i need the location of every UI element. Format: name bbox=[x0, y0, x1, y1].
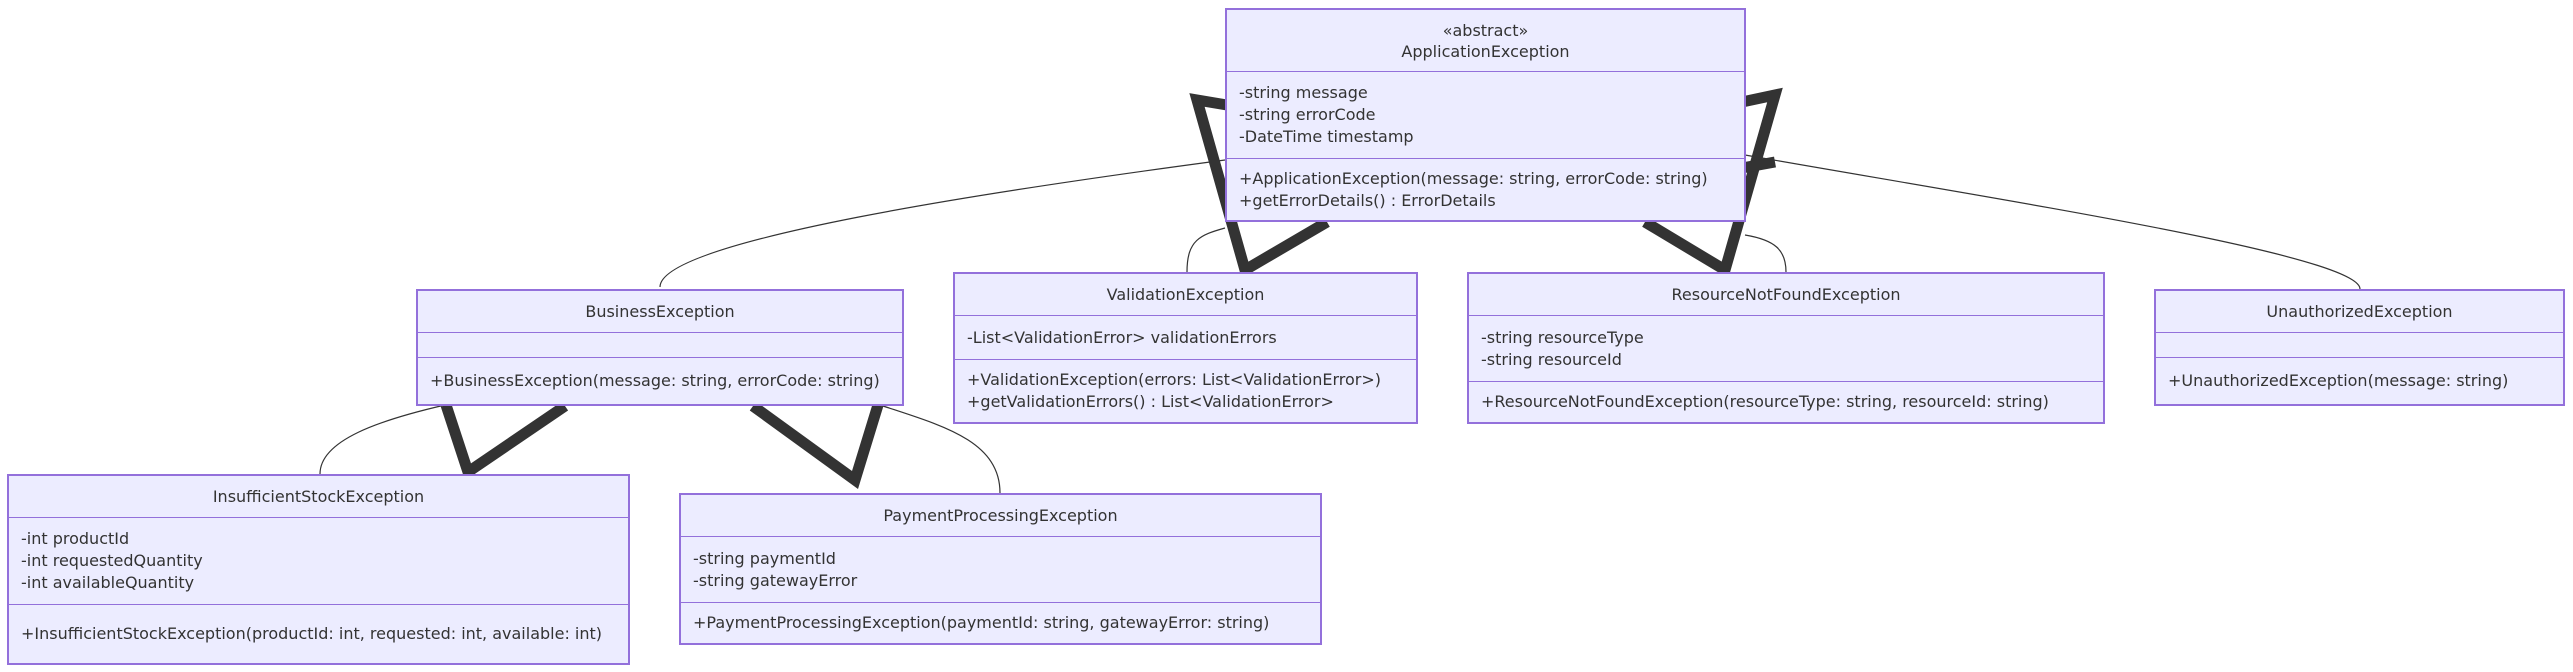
stereotype-label: «abstract» bbox=[1442, 20, 1529, 40]
class-name: ResourceNotFoundException bbox=[1671, 285, 1901, 304]
class-header: ValidationException bbox=[955, 274, 1416, 316]
class-name: PaymentProcessingException bbox=[883, 506, 1118, 525]
method: +BusinessException(message: string, erro… bbox=[430, 371, 880, 390]
methods-section: +ApplicationException(message: string, e… bbox=[1227, 159, 1744, 220]
arrowhead-validation bbox=[1189, 93, 1330, 279]
attribute: -string message bbox=[1239, 83, 1368, 102]
attribute: -string resourceId bbox=[1481, 349, 1622, 369]
attributes-section bbox=[2156, 333, 2563, 358]
edge-resourcenotfound-to-application bbox=[1744, 234, 1787, 273]
attributes-section: -string resourceType -string resourceId bbox=[1469, 316, 2103, 382]
edge-insufficient-to-business bbox=[319, 404, 446, 475]
edge-lines bbox=[319, 154, 2361, 494]
method: +InsufficientStockException(productId: i… bbox=[21, 624, 603, 643]
methods-section: +InsufficientStockException(productId: i… bbox=[9, 605, 628, 663]
edge-payment-to-business bbox=[879, 404, 1001, 494]
edge-validation-to-application bbox=[1186, 227, 1226, 273]
attribute: -string gatewayError bbox=[693, 570, 858, 590]
attributes-section bbox=[418, 333, 902, 358]
method: +UnauthorizedException(message: string) bbox=[2168, 371, 2509, 390]
arrowhead-resourcenotfound-stub bbox=[1741, 156, 1776, 174]
class-name: UnauthorizedException bbox=[2266, 302, 2453, 321]
arrowhead-payment bbox=[749, 401, 884, 489]
class-payment-processing-exception[interactable]: PaymentProcessingException -string payme… bbox=[679, 493, 1322, 645]
attributes-section: -string paymentId -string gatewayError bbox=[681, 537, 1320, 603]
method: +getErrorDetails() : ErrorDetails bbox=[1239, 190, 1496, 210]
class-resource-not-found-exception[interactable]: ResourceNotFoundException -string resour… bbox=[1467, 272, 2105, 424]
attributes-section: -string message -string errorCode -DateT… bbox=[1227, 72, 1744, 159]
arrowhead-resourcenotfound bbox=[1642, 87, 1783, 279]
attribute: -string resourceType bbox=[1481, 327, 1644, 347]
method: +ValidationException(errors: List<Valida… bbox=[967, 370, 1381, 389]
class-unauthorized-exception[interactable]: UnauthorizedException +UnauthorizedExcep… bbox=[2154, 289, 2565, 406]
methods-section: +ValidationException(errors: List<Valida… bbox=[955, 360, 1416, 422]
edge-unauthorized-to-application bbox=[1744, 154, 2361, 290]
class-name: ApplicationException bbox=[1401, 41, 1570, 61]
class-header: PaymentProcessingException bbox=[681, 495, 1320, 537]
method: +ApplicationException(message: string, e… bbox=[1239, 168, 1708, 188]
attribute: -string paymentId bbox=[693, 548, 836, 568]
method: +getValidationErrors() : List<Validation… bbox=[967, 392, 1334, 411]
class-name: ValidationException bbox=[1106, 285, 1265, 304]
attributes-section: -List<ValidationError> validationErrors bbox=[955, 316, 1416, 360]
attribute: -int requestedQuantity bbox=[21, 551, 203, 570]
class-business-exception[interactable]: BusinessException +BusinessException(mes… bbox=[416, 289, 904, 406]
method: +PaymentProcessingException(paymentId: s… bbox=[693, 613, 1270, 632]
attribute: -DateTime timestamp bbox=[1239, 127, 1414, 146]
attributes-section: -int productId -int requestedQuantity -i… bbox=[9, 518, 628, 605]
class-header: «abstract» ApplicationException bbox=[1227, 10, 1744, 72]
attribute: -int productId bbox=[21, 529, 130, 548]
class-application-exception[interactable]: «abstract» ApplicationException -string … bbox=[1225, 8, 1746, 222]
methods-section: +UnauthorizedException(message: string) bbox=[2156, 358, 2563, 404]
class-header: ResourceNotFoundException bbox=[1469, 274, 2103, 316]
class-header: UnauthorizedException bbox=[2156, 291, 2563, 333]
methods-section: +ResourceNotFoundException(resourceType:… bbox=[1469, 382, 2103, 422]
attribute: -int availableQuantity bbox=[21, 573, 195, 592]
method: +ResourceNotFoundException(resourceType:… bbox=[1481, 392, 2049, 411]
arrowhead-insufficient bbox=[440, 401, 569, 481]
edge-business-to-application bbox=[659, 159, 1226, 288]
class-name: InsufficientStockException bbox=[212, 487, 425, 506]
class-header: BusinessException bbox=[418, 291, 902, 333]
class-name: BusinessException bbox=[585, 302, 735, 321]
attribute: -List<ValidationError> validationErrors bbox=[967, 327, 1277, 347]
attribute: -string errorCode bbox=[1239, 105, 1376, 124]
class-insufficient-stock-exception[interactable]: InsufficientStockException -int productI… bbox=[7, 474, 630, 665]
methods-section: +BusinessException(message: string, erro… bbox=[418, 358, 902, 404]
class-validation-exception[interactable]: ValidationException -List<ValidationErro… bbox=[953, 272, 1418, 424]
methods-section: +PaymentProcessingException(paymentId: s… bbox=[681, 603, 1320, 643]
class-header: InsufficientStockException bbox=[9, 476, 628, 518]
